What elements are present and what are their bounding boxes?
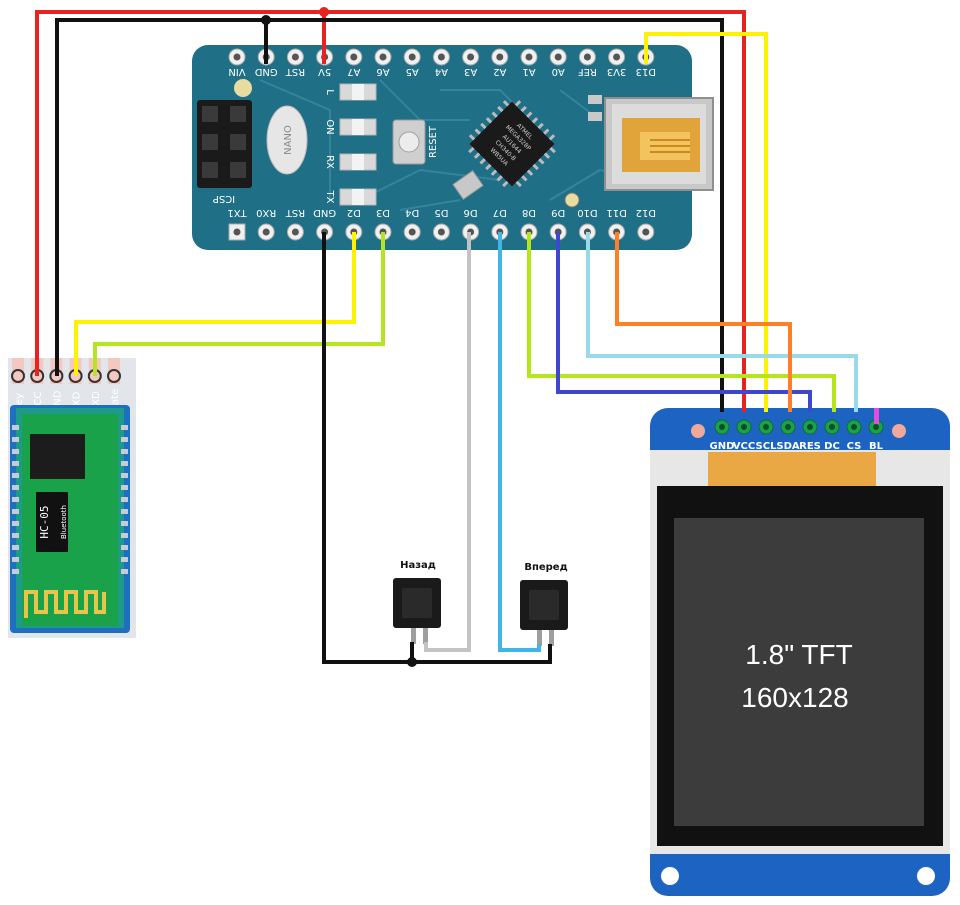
nano-top-pin-label: 5V	[318, 66, 331, 77]
wire-d13-scl-yellow	[644, 32, 768, 412]
button-forward: Вперед	[520, 562, 568, 646]
led-label-l: L	[324, 89, 335, 95]
nano-top-pin-label: REF	[578, 66, 597, 77]
nano-bottom-pin-label: D5	[434, 207, 448, 218]
nano-bottom-pin-label: D2	[347, 207, 361, 218]
wire-d7-lightblue	[498, 232, 541, 652]
reset-label: RESET	[428, 125, 439, 158]
atmega-chip: ATMEL MEGA328P AU1644 CH340-B WB5UA	[468, 100, 556, 188]
led-label-on: ON	[324, 119, 335, 134]
hc05-sub: Bluetooth	[60, 505, 68, 539]
nano-top-pin-label: D13	[636, 66, 656, 77]
bt-pin-label: VCC	[33, 392, 44, 413]
wire-gnd-black	[264, 18, 724, 412]
nano-top-pin-label: A6	[376, 66, 389, 77]
nano-top-pin-label: RST	[285, 66, 305, 77]
crystal	[452, 170, 484, 200]
tft-pin-label: CS	[847, 441, 862, 452]
nano-logo: NANO	[266, 105, 308, 175]
wire-bt-vcc-red	[35, 10, 324, 376]
nano-bottom-pin-label: D7	[493, 207, 507, 218]
bt-pin-label: Key	[14, 393, 25, 411]
tft-pin-label: BL	[869, 441, 884, 452]
hc05-model: HC-05	[38, 505, 51, 538]
tft-pin-label: SDA	[776, 441, 800, 452]
wire-d2-txd-yellow	[74, 232, 356, 376]
nano-bottom-pin-label: RST	[285, 207, 305, 218]
hc05-antenna	[24, 590, 106, 618]
button-back-label: Назад	[400, 560, 436, 571]
bt-pin-label: TXD	[72, 391, 83, 413]
nano-bottom-pin-label: D9	[551, 207, 565, 218]
wire-gnd-buttons-black	[322, 232, 552, 664]
tft-bl-stub	[874, 408, 879, 424]
wire-d9-res-navy	[556, 232, 812, 412]
nano-top-pin-label: 3V3	[607, 66, 627, 77]
tft-screen-line2: 160x128	[741, 682, 848, 713]
wire-d8-dc-lime	[527, 232, 836, 412]
nano-bottom-pin-label: D8	[522, 207, 536, 218]
button-back: Назад	[393, 560, 441, 644]
led-label-rx: RX	[324, 155, 335, 169]
tft-pin-label: GND	[710, 441, 735, 452]
nano-bottom-pin-label: RX0	[256, 207, 276, 218]
nano-top-pin-label: A0	[552, 66, 565, 77]
hc05-bluetooth-module: Key VCC GND TXD RXD State HC-05 Bluetooth	[8, 358, 136, 638]
nano-bottom-pin-label: D3	[376, 207, 390, 218]
reset-button: RESET	[392, 119, 439, 165]
icsp-label: ICSP	[213, 193, 235, 204]
wire-5v-red	[322, 10, 746, 412]
tft-screen-line1: 1.8" TFT	[745, 639, 852, 670]
nano-top-pin-label: GND	[254, 66, 277, 77]
nano-top-pin-label: A3	[464, 66, 477, 77]
junction-gnd-buttons	[407, 657, 417, 667]
nano-label: NANO	[283, 125, 294, 155]
led-label-tx: TX	[324, 190, 335, 204]
wire-d11-sda-orange	[615, 232, 792, 412]
wire-d6-gray	[424, 232, 471, 652]
bt-pin-label: GND	[52, 390, 63, 413]
wire-bt-gnd-black	[55, 18, 266, 376]
nano-bottom-pin-label: D4	[405, 207, 419, 218]
bt-pin-label: RXD	[91, 391, 102, 413]
mini-usb-connector	[604, 97, 714, 191]
nano-bottom-pin-label: TX1	[227, 207, 247, 218]
bt-pin-label: State	[110, 389, 121, 415]
nano-top-header: VIN GND RST 5V A7 A6 A5 A4 A3 A2 A1 A0 REF 3V3 D13	[228, 48, 656, 77]
junction-gnd	[261, 15, 271, 25]
status-leds: L ON RX TX	[324, 83, 377, 206]
wire-d10-cs-skyblue	[586, 232, 858, 412]
button-forward-label: Вперед	[524, 562, 567, 573]
wire-d3-rxd-lime	[93, 232, 385, 376]
nano-bottom-pin-label: D6	[464, 207, 478, 218]
icsp-header: ICSP	[197, 100, 252, 204]
nano-bottom-header: TX1 RX0 RST GND D2 D3 D4 D5 D6 D7 D8 D9 D10 D11 D12	[227, 207, 656, 241]
nano-top-pin-label: VIN	[228, 66, 245, 77]
arduino-nano-board: ICSP NANO L ON RX TX RESET	[192, 45, 714, 250]
nano-bottom-pin-label: GND	[313, 207, 336, 218]
wires	[35, 10, 858, 664]
nano-bottom-pin-label: D11	[606, 207, 626, 218]
tft-pin-label: RES	[799, 441, 821, 452]
nano-top-pin-label: A5	[406, 66, 419, 77]
junction-5v	[319, 7, 329, 17]
nano-top-pin-label: A4	[435, 66, 448, 77]
nano-top-pin-label: A1	[522, 66, 535, 77]
tft-pin-label: SCL	[756, 441, 778, 452]
nano-bottom-pin-label: D10	[577, 207, 597, 218]
tft-pin-label: VCC	[733, 441, 755, 452]
tft-pin-label: DC	[824, 441, 840, 452]
nano-bottom-pin-label: D12	[636, 207, 656, 218]
hc05-label-block: HC-05 Bluetooth	[36, 492, 68, 552]
nano-top-pin-label: A7	[347, 66, 360, 77]
nano-top-pin-label: A2	[493, 66, 506, 77]
